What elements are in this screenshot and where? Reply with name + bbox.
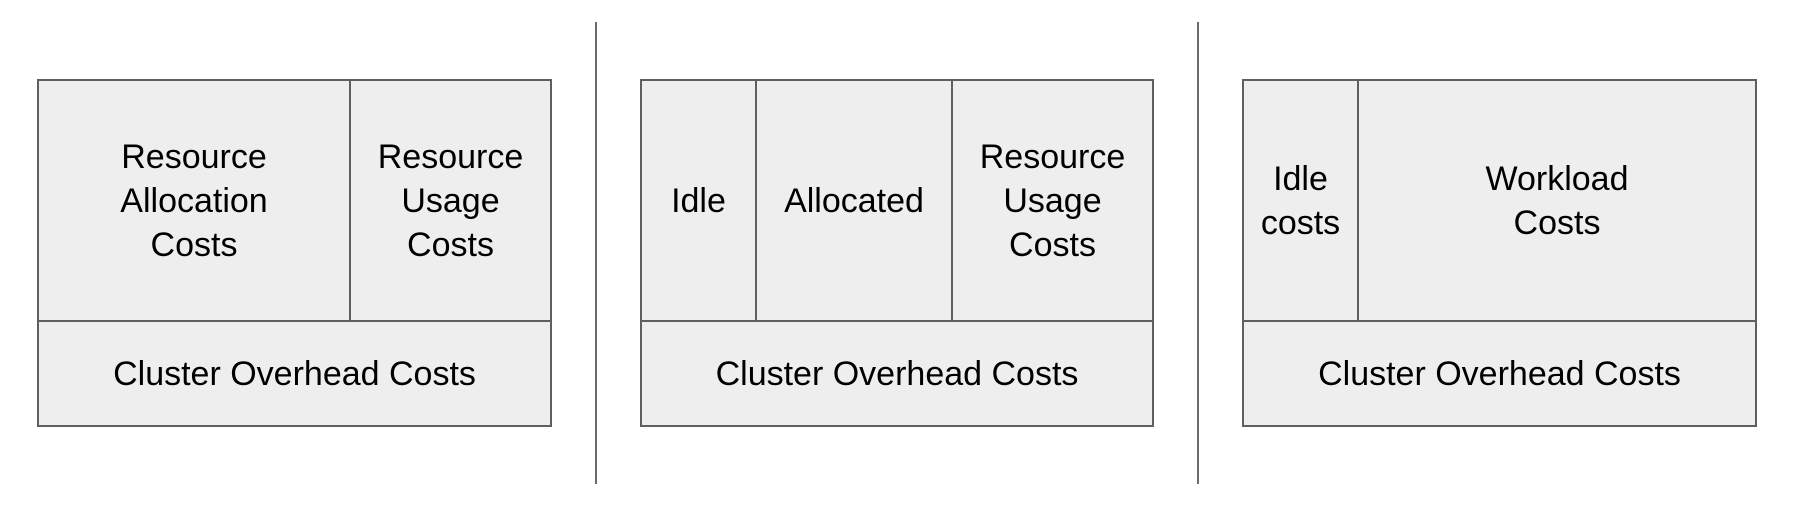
workload-costs-box: Workload Costs <box>1357 79 1757 322</box>
panel-divider-1 <box>595 22 597 484</box>
cluster-overhead-costs-box: Cluster Overhead Costs <box>1242 320 1757 427</box>
allocated-box: Allocated <box>755 79 953 322</box>
panel-divider-2 <box>1197 22 1199 484</box>
resource-allocation-costs-box: Resource Allocation Costs <box>37 79 351 322</box>
idle-box: Idle <box>640 79 757 322</box>
cluster-overhead-costs-box: Cluster Overhead Costs <box>37 320 552 427</box>
resource-usage-costs-box: Resource Usage Costs <box>951 79 1154 322</box>
resource-usage-costs-box: Resource Usage Costs <box>349 79 552 322</box>
idle-costs-box: Idle costs <box>1242 79 1359 322</box>
cluster-overhead-costs-box: Cluster Overhead Costs <box>640 320 1154 427</box>
